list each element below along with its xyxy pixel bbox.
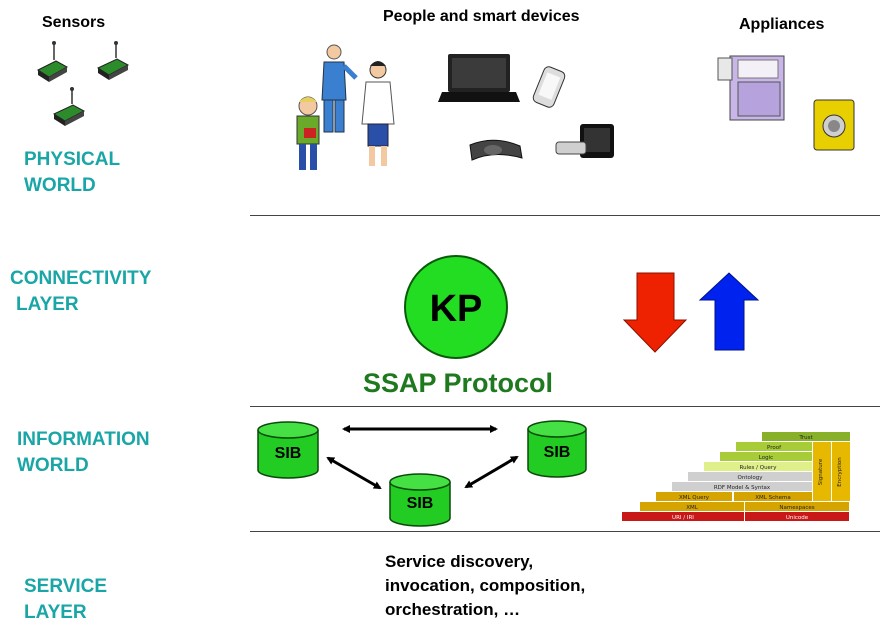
sensor-device-icon: [52, 87, 86, 126]
up-arrow-icon: [698, 272, 760, 351]
kp-node: KP: [404, 255, 508, 359]
stack-label-xml: XML: [686, 505, 699, 511]
business-man-icon: [321, 44, 358, 133]
sib-cylinder: SIB: [257, 421, 319, 479]
connectivity-line-2: LAYER: [16, 294, 79, 315]
service-line-1: SERVICE: [24, 576, 108, 597]
tv-set-top-icon: [555, 124, 614, 158]
sensor-device-icon: [96, 41, 130, 80]
down-arrow-icon: [622, 272, 688, 353]
stack-label-rdf: RDF Model & Syntax: [714, 485, 771, 491]
physical-world-label: PHYSICAL WORLD: [24, 147, 120, 199]
stack-label-xmlschema: XML Schema: [755, 495, 790, 501]
smartphone-icon: [532, 66, 566, 108]
people-devices-header: People and smart devices: [383, 8, 580, 25]
physical-line-2: WORLD: [24, 175, 96, 196]
stack-label-uri: URI / IRI: [672, 515, 694, 521]
service-line-2: LAYER: [24, 602, 87, 623]
separator-physical: [250, 215, 880, 216]
doctor-woman-icon: [361, 61, 395, 166]
sib-cylinder: SIB: [527, 420, 587, 478]
sib-label: SIB: [275, 445, 302, 462]
kp-label: KP: [430, 288, 483, 330]
service-text-line-3: orchestration, …: [385, 600, 521, 619]
service-text-line-1: Service discovery,: [385, 552, 534, 571]
separator-connectivity: [250, 406, 880, 407]
connectivity-layer-label: CONNECTIVITY LAYER: [10, 266, 151, 318]
stack-label-namespaces: Namespaces: [779, 505, 814, 511]
stack-label-trust: Trust: [798, 435, 813, 441]
sib-link-right: [464, 455, 519, 489]
information-line-2: WORLD: [17, 455, 89, 476]
stack-label-logic: Logic: [759, 455, 773, 461]
information-line-1: INFORMATION: [17, 429, 150, 450]
stack-label-xmlquery: XML Query: [679, 495, 710, 501]
information-world-label: INFORMATION WORLD: [17, 427, 150, 479]
stack-label-unicode: Unicode: [786, 515, 809, 521]
semantic-web-stack: URI / IRI Unicode XML Namespaces XML Que…: [622, 432, 850, 521]
connectivity-line-1: CONNECTIVITY: [10, 268, 152, 289]
sensor-device-icon: [36, 41, 69, 82]
child-reading-icon: [296, 96, 320, 170]
sib-cylinder: SIB: [389, 473, 451, 527]
appliances-header: Appliances: [739, 16, 825, 33]
laptop-icon: [438, 54, 520, 102]
washing-machine-icon: [813, 99, 855, 151]
stack-label-encryption: Encryption: [837, 457, 843, 487]
service-description: Service discovery, invocation, compositi…: [385, 550, 585, 622]
separator-information: [250, 531, 880, 532]
stack-label-signature: Signature: [818, 458, 824, 485]
stack-label-rules: Rules / Query: [740, 465, 778, 471]
physical-line-1: PHYSICAL: [24, 149, 121, 170]
sib-label: SIB: [544, 444, 571, 461]
refrigerator-icon: [717, 55, 785, 121]
sib-link-left: [326, 456, 382, 490]
ssap-protocol-label: SSAP Protocol: [363, 368, 554, 398]
stack-label-proof: Proof: [767, 445, 782, 451]
service-text-line-2: invocation, composition,: [385, 576, 586, 595]
service-layer-label: SERVICE LAYER: [24, 574, 107, 626]
sib-label: SIB: [407, 495, 434, 512]
sensors-header: Sensors: [42, 14, 106, 31]
stack-label-ontology: Ontology: [738, 475, 764, 481]
heart-rate-strap-icon: [469, 139, 523, 161]
